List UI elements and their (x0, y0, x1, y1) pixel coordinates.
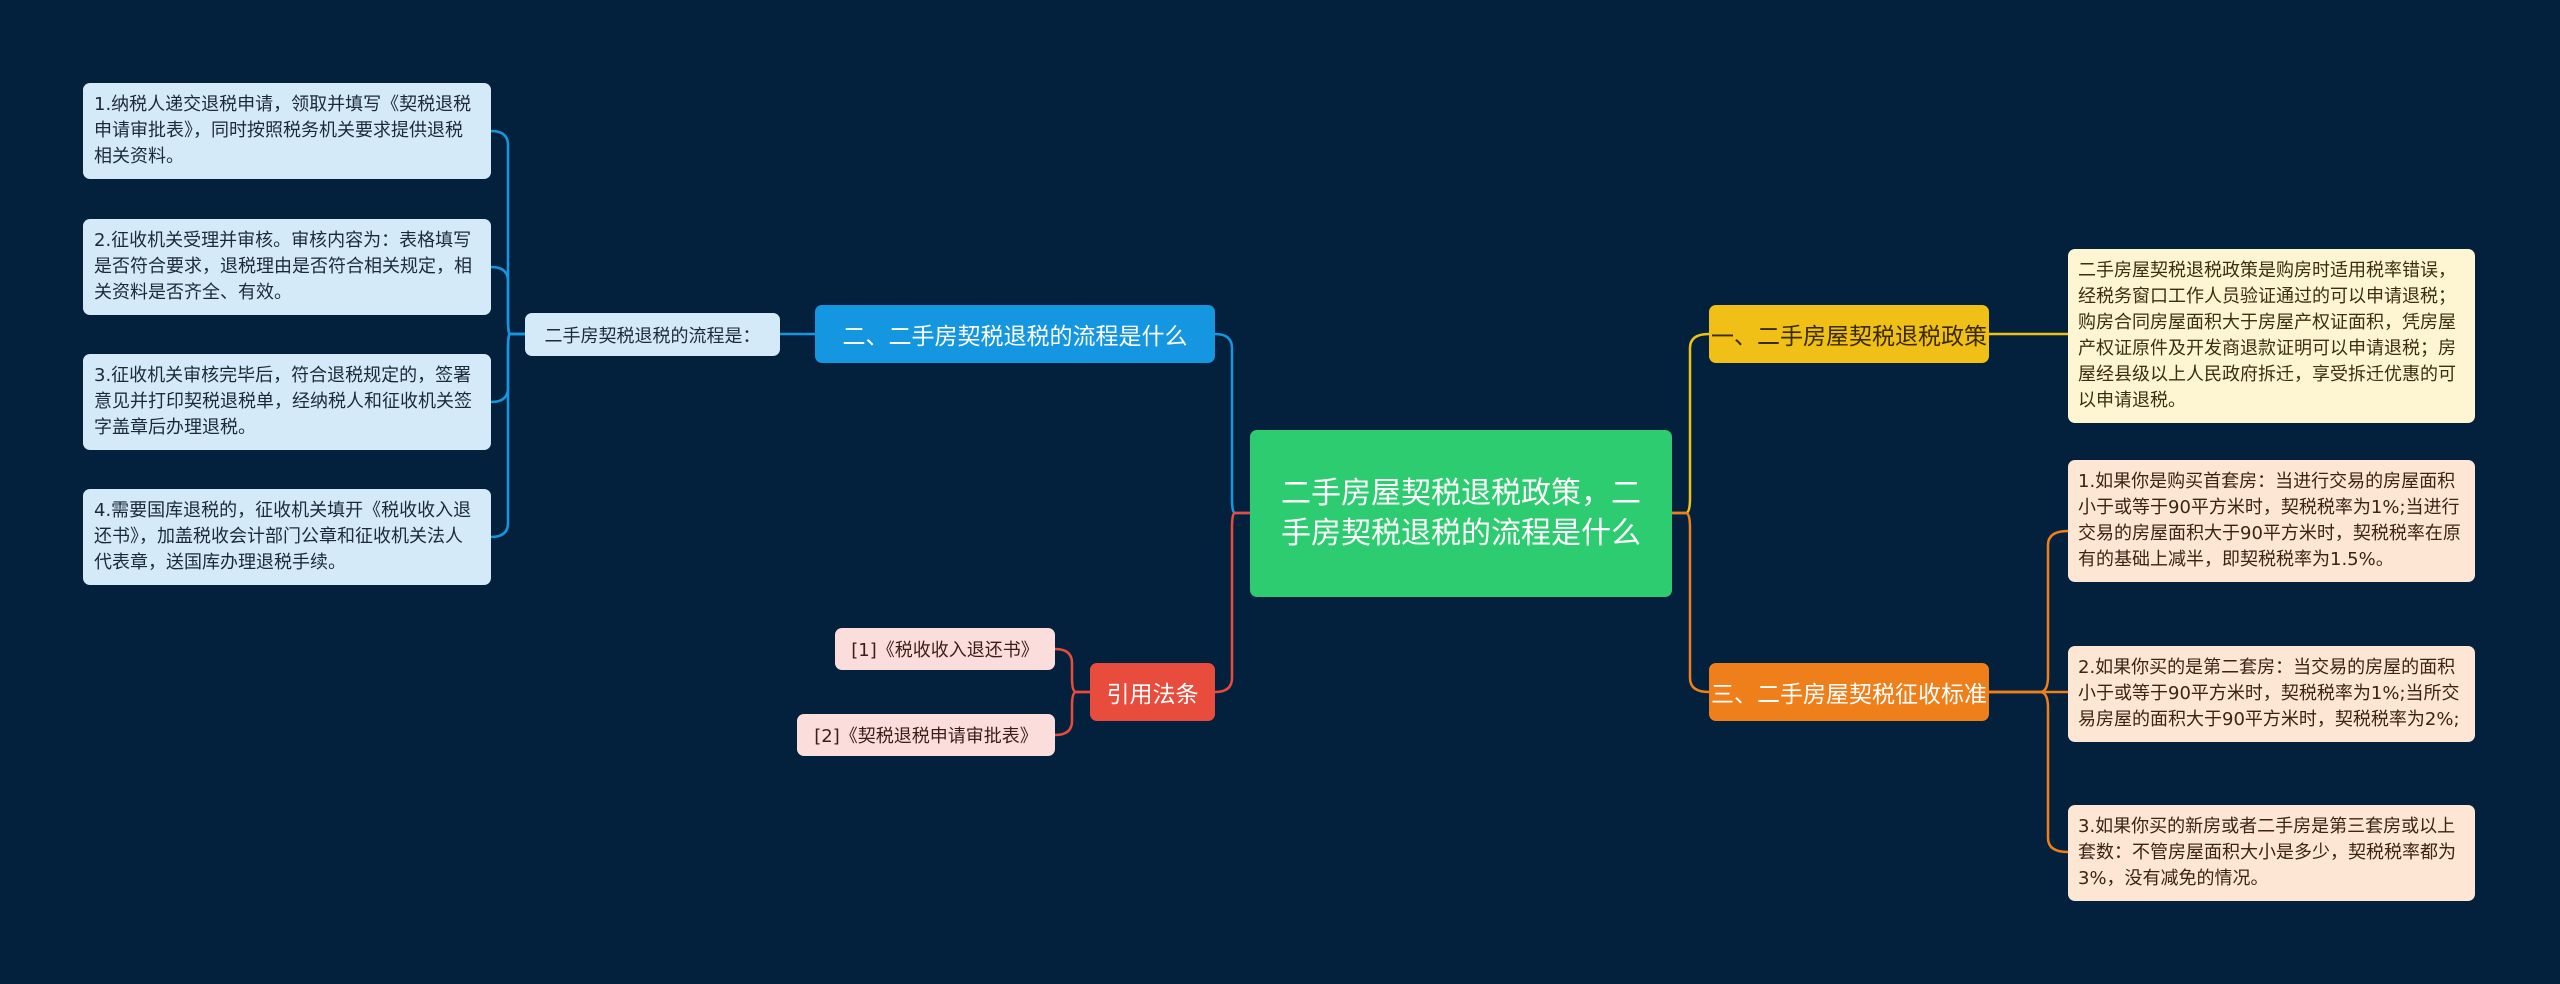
policy-detail[interactable]: 二手房屋契税退税政策是购房时适用税率错误，经税务窗口工作人员验证通过的可以申请退… (2068, 249, 2475, 423)
central-topic[interactable]: 二手房屋契税退税政策，二手房契税退税的流程是什么 (1250, 430, 1672, 597)
branch-process[interactable]: 二、二手房契税退税的流程是什么 (815, 305, 1215, 363)
standard-item-3[interactable]: 3.如果你买的新房或者二手房是第三套房或以上套数：不管房屋面积大小是多少，契税税… (2068, 805, 2475, 901)
branch-process-label: 二、二手房契税退税的流程是什么 (842, 324, 1188, 350)
link-cite1 (1053, 647, 1092, 694)
policy-detail-text: 二手房屋契税退税政策是购房时适用税率错误，经税务窗口工作人员验证通过的可以申请退… (2078, 260, 2456, 411)
link-center-policy (1670, 332, 1711, 515)
link-center-process (1213, 332, 1252, 515)
standard-item-1[interactable]: 1.如果你是购买首套房：当进行交易的房屋面积小于或等于90平方米时，契税税率为1… (2068, 460, 2475, 582)
process-step-3[interactable]: 3.征收机关审核完毕后，符合退税规定的，签署意见并打印契税退税单，经纳税人和征收… (83, 354, 491, 450)
link-center-citations (1213, 511, 1252, 694)
standard-item-2[interactable]: 2.如果你买的是第二套房：当交易的房屋的面积小于或等于90平方米时，契税税率为1… (2068, 646, 2475, 742)
link-sub-step2 (489, 265, 527, 336)
central-topic-label: 二手房屋契税退税政策，二手房契税退税的流程是什么 (1281, 475, 1641, 551)
process-step-1[interactable]: 1.纳税人递交退税申请，领取并填写《契税退税申请审批表》，同时按照税务机关要求提… (83, 83, 491, 179)
citation-1[interactable]: [1]《税收收入退还书》 (835, 628, 1055, 670)
branch-policy-label: 一、二手房屋契税退税政策 (1711, 324, 1987, 350)
branch-standard-label: 三、二手房屋契税征收标准 (1711, 682, 1987, 708)
branch-citations[interactable]: 引用法条 (1090, 663, 1215, 721)
process-step-text: 3.征收机关审核完毕后，符合退税规定的，签署意见并打印契税退税单，经纳税人和征收… (94, 365, 472, 438)
branch-standard[interactable]: 三、二手房屋契税征收标准 (1709, 663, 1989, 721)
process-subtopic-label: 二手房契税退税的流程是： (544, 325, 761, 347)
branch-policy[interactable]: 一、二手房屋契税退税政策 (1709, 305, 1989, 363)
link-cite2 (1053, 690, 1092, 737)
link-standard-item3 (1987, 690, 2070, 854)
process-step-4[interactable]: 4.需要国库退税的，征收机关填开《税收收入退还书》，加盖税收会计部门公章和征收机… (83, 489, 491, 585)
link-center-standard (1670, 511, 1711, 694)
citation-text: [2]《契税退税申请审批表》 (814, 726, 1038, 747)
link-standard-item1 (1987, 529, 2070, 694)
process-subtopic[interactable]: 二手房契税退税的流程是： (525, 313, 780, 356)
process-step-text: 1.纳税人递交退税申请，领取并填写《契税退税申请审批表》，同时按照税务机关要求提… (94, 94, 472, 167)
standard-item-text: 1.如果你是购买首套房：当进行交易的房屋面积小于或等于90平方米时，契税税率为1… (2078, 471, 2461, 570)
branch-citations-label: 引用法条 (1106, 682, 1199, 708)
standard-item-text: 2.如果你买的是第二套房：当交易的房屋的面积小于或等于90平方米时，契税税率为1… (2078, 657, 2460, 730)
process-step-text: 4.需要国库退税的，征收机关填开《税收收入退还书》，加盖税收会计部门公章和征收机… (94, 500, 472, 573)
standard-item-text: 3.如果你买的新房或者二手房是第三套房或以上套数：不管房屋面积大小是多少，契税税… (2078, 816, 2456, 889)
link-sub-step4 (489, 332, 527, 539)
process-step-2[interactable]: 2.征收机关受理并审核。审核内容为：表格填写是否符合要求，退税理由是否符合相关规… (83, 219, 491, 315)
citation-text: [1]《税收收入退还书》 (851, 640, 1039, 661)
citation-2[interactable]: [2]《契税退税申请审批表》 (797, 714, 1055, 756)
process-step-text: 2.征收机关受理并审核。审核内容为：表格填写是否符合要求，退税理由是否符合相关规… (94, 230, 472, 303)
